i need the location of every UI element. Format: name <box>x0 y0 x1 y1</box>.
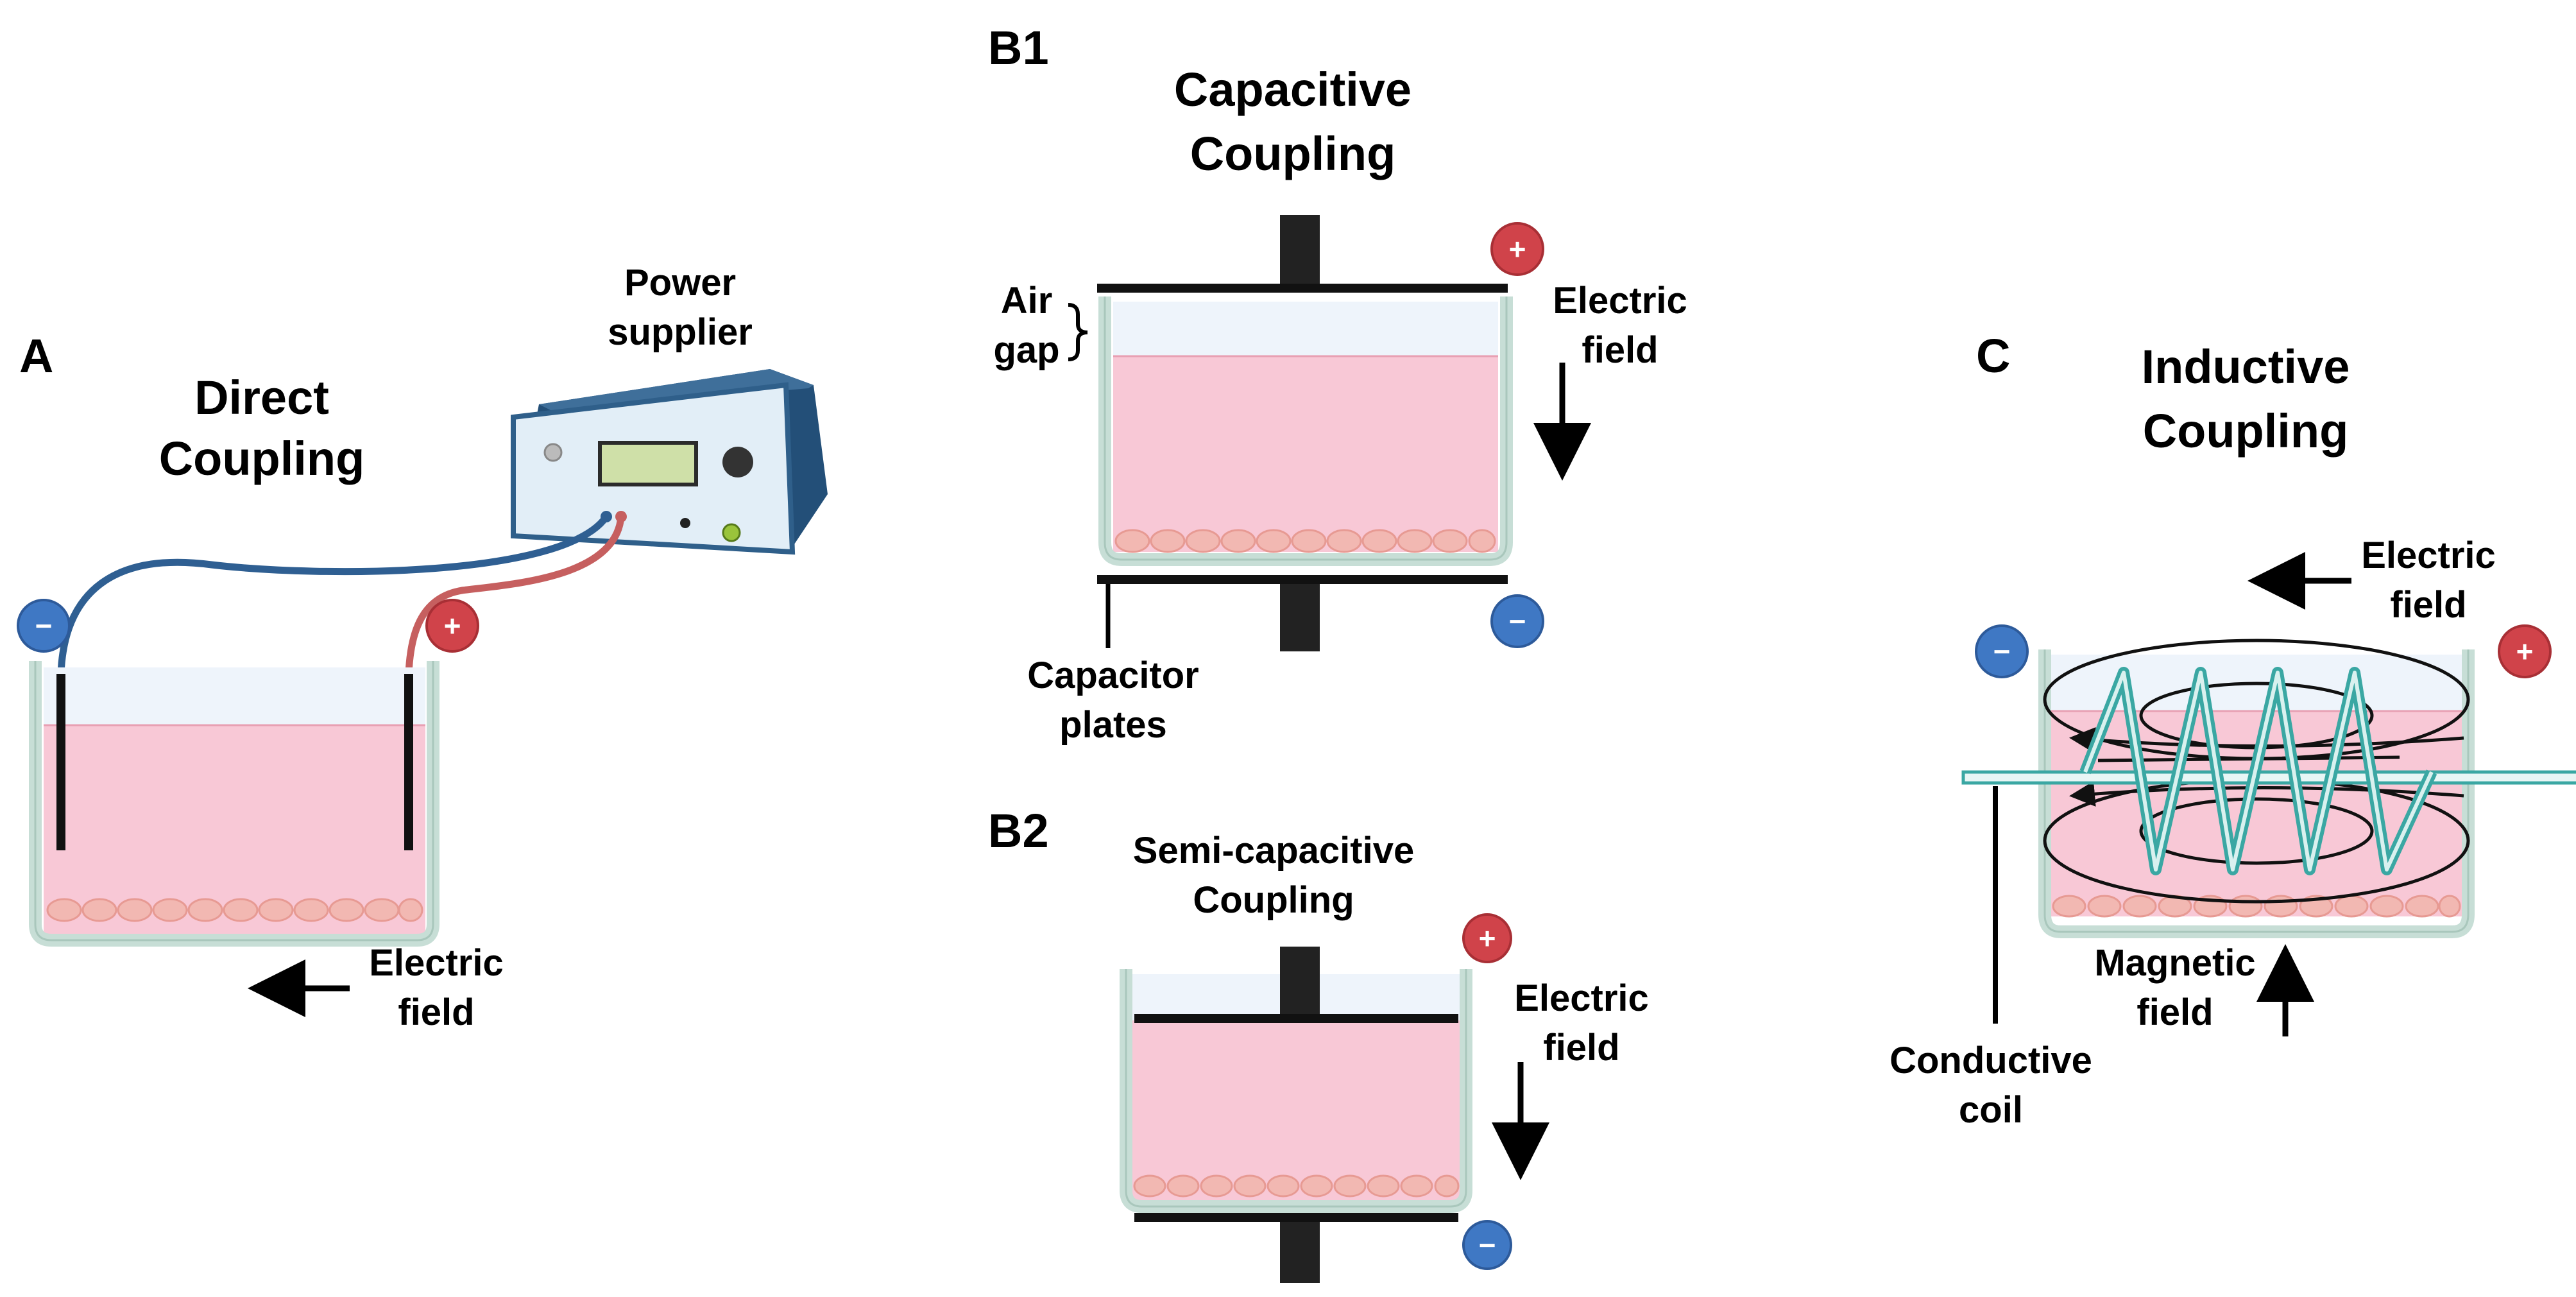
plus-sign: + <box>1479 922 1496 955</box>
negative-electrode <box>56 674 65 850</box>
panel-c-inductive-coupling: C Inductive Coupling Electric field <box>1889 329 2576 1131</box>
knob-icon <box>722 447 753 477</box>
top-electrode-connector <box>1280 947 1320 1017</box>
panel-a-title-line2: Coupling <box>159 432 365 485</box>
electric-field-label-line1: Electric <box>1553 280 1687 322</box>
capacitor-plates-label-line2: plates <box>1059 704 1167 746</box>
plus-sign: + <box>444 609 461 642</box>
bottom-plate-connector <box>1280 584 1320 651</box>
magnetic-field-label-line1: Magnetic <box>2094 942 2255 984</box>
cell-layer <box>1133 1174 1460 1198</box>
panel-b2-semi-capacitive-coupling: B2 Semi-capacitive Coupling <box>988 804 1649 1283</box>
minus-sign: − <box>1479 1228 1496 1262</box>
magnetic-field-label-line2: field <box>2137 992 2213 1033</box>
magnetic-field-lines <box>2043 639 2470 904</box>
plus-sign: + <box>2516 635 2534 668</box>
display-screen <box>598 441 698 486</box>
panel-b1-title-line2: Coupling <box>1190 127 1396 180</box>
panel-c-title-line2: Coupling <box>2143 404 2349 458</box>
cell-layer <box>2052 895 2461 918</box>
air-gap-label-line2: gap <box>993 329 1059 371</box>
panel-a-letter: A <box>19 329 53 382</box>
power-supplier-device <box>511 369 828 555</box>
panel-b2-letter: B2 <box>988 804 1049 857</box>
bottom-capacitor-plate <box>1134 1213 1458 1222</box>
panel-c-letter: C <box>1976 329 2010 382</box>
conductive-coil-label-line2: coil <box>1959 1089 2023 1131</box>
electric-field-label-line1: Electric <box>1514 977 1649 1019</box>
coil-lead-bar <box>1961 770 2576 785</box>
panel-b1-title-line1: Capacitive <box>1174 63 1412 116</box>
panel-b2-title-line2: Coupling <box>1193 879 1354 921</box>
electric-field-label-line2: field <box>2390 584 2466 626</box>
immersed-electrode-plate <box>1134 1014 1458 1023</box>
minus-icon <box>17 599 71 653</box>
panel-b1-culture-dish <box>1098 296 1513 566</box>
electric-field-label-line1: Electric <box>369 942 504 984</box>
panel-b1-letter: B1 <box>988 21 1049 74</box>
panel-b2-title-line1: Semi-capacitive <box>1133 830 1414 872</box>
bottom-plate-connector <box>1280 1222 1320 1283</box>
negative-wire <box>57 514 610 674</box>
top-plate-connector <box>1280 215 1320 289</box>
cell-layer <box>46 898 423 922</box>
plus-sign: + <box>1509 232 1526 266</box>
minus-icon <box>1462 1220 1512 1270</box>
plus-icon <box>1490 222 1544 276</box>
panel-b1-capacitive-coupling: B1 Capacitive Coupling <box>988 21 1687 746</box>
air-gap-brace <box>1068 303 1088 361</box>
panel-a-title-line1: Direct <box>194 371 329 424</box>
positive-wire <box>405 516 625 674</box>
electric-field-label-line1: Electric <box>2361 535 2496 576</box>
conductive-coil-label-line1: Conductive <box>1889 1040 2092 1081</box>
top-capacitor-plate <box>1097 284 1508 293</box>
power-supplier-label-line1: Power <box>624 262 736 304</box>
plus-icon <box>425 599 479 653</box>
plus-icon <box>2498 624 2552 678</box>
minus-sign: − <box>35 609 53 642</box>
panel-c-title-line1: Inductive <box>2142 340 2350 393</box>
plus-icon <box>1462 913 1512 963</box>
minus-sign: − <box>1993 635 2011 668</box>
panel-a-culture-dish <box>29 661 439 947</box>
electric-field-label-line2: field <box>1543 1027 1619 1069</box>
air-gap-label-line1: Air <box>1001 280 1053 322</box>
minus-icon <box>1490 594 1544 648</box>
positive-electrode <box>404 674 413 850</box>
electric-field-label-line2: field <box>1582 329 1658 371</box>
panel-a-direct-coupling: A Direct Coupling Power supplier <box>17 262 828 1033</box>
minus-sign: − <box>1509 605 1526 638</box>
cell-layer <box>1114 529 1496 553</box>
power-supplier-label-line2: supplier <box>608 311 753 353</box>
minus-icon <box>1975 624 2029 678</box>
electric-field-label-line2: field <box>398 992 474 1033</box>
capacitor-plates-label-line1: Capacitor <box>1027 655 1199 696</box>
bottom-capacitor-plate <box>1097 575 1508 584</box>
